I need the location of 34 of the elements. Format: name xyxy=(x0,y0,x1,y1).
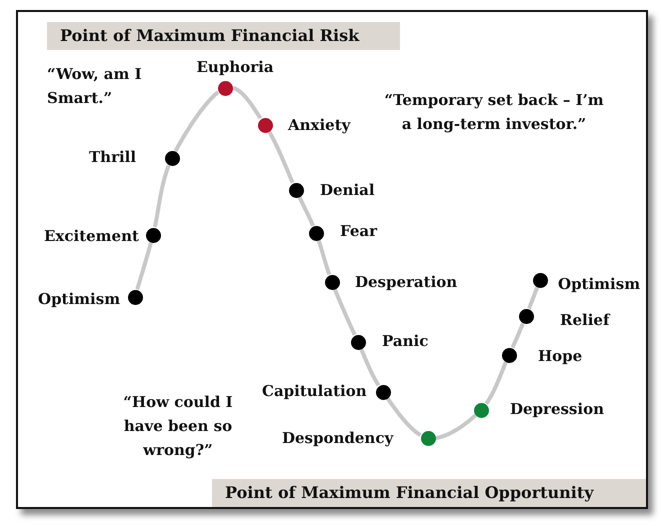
curve-line xyxy=(152,164,171,228)
quote-text: “How could I have been so wrong?” xyxy=(122,392,234,461)
curve-line xyxy=(434,414,477,440)
curve-line xyxy=(484,360,508,406)
curve-line xyxy=(332,288,357,336)
banner: Point of Maximum Financial Opportunity xyxy=(212,479,646,507)
stage-label: Thrill xyxy=(89,148,136,166)
quote-text: “Temporary set back – I’m a long-term investor.” xyxy=(383,90,605,135)
curve-line xyxy=(386,397,422,437)
curve-line xyxy=(174,90,220,152)
stage-label: Capitulation xyxy=(262,382,367,400)
stage-label: Panic xyxy=(382,332,428,350)
curve-line xyxy=(359,348,380,387)
stage-label: Despondency xyxy=(282,429,394,447)
curve-line xyxy=(268,130,295,184)
stage-label: Depression xyxy=(510,400,604,418)
stage-label: Relief xyxy=(560,311,610,329)
stage-label: Optimism xyxy=(38,290,120,308)
quote-text: “Wow, am I Smart.” xyxy=(47,64,143,109)
curve-line xyxy=(527,286,540,310)
curve-line xyxy=(298,196,315,228)
stage-label: Hope xyxy=(538,347,582,365)
curve-line xyxy=(510,322,525,350)
stage-label: Optimism xyxy=(558,275,640,293)
curve-line xyxy=(231,86,262,120)
stage-label: Euphoria xyxy=(196,58,274,76)
stage-label: Desperation xyxy=(355,273,458,291)
stage-label: Excitement xyxy=(44,227,139,245)
stage-label: Denial xyxy=(320,181,375,199)
curve-line xyxy=(135,242,153,291)
curve-line xyxy=(316,239,332,276)
stage-label: Fear xyxy=(340,222,377,240)
banner: Point of Maximum Financial Risk xyxy=(47,22,400,50)
stage-label: Anxiety xyxy=(288,116,350,134)
